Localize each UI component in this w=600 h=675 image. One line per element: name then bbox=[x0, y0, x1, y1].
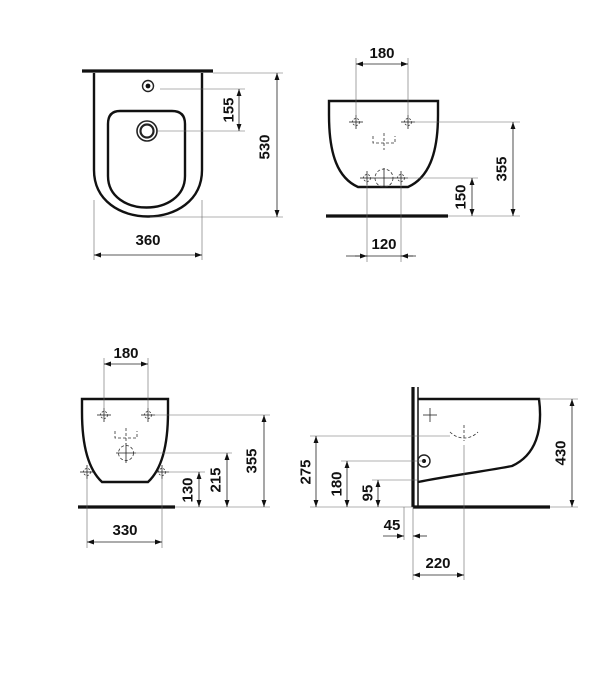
front-fixing-marks bbox=[349, 115, 415, 185]
dim-label-rear-fixing-height: 215 bbox=[208, 467, 225, 492]
front-view: 180 355 150 120 bbox=[326, 45, 520, 262]
tap-hole-center bbox=[145, 83, 151, 89]
dim-label-side-fixing-height: 180 bbox=[329, 471, 346, 496]
top-view: 155 530 360 bbox=[82, 69, 283, 260]
rear-fixing-marks bbox=[80, 408, 169, 479]
dim-label-rear-fixing-spacing: 180 bbox=[113, 345, 138, 362]
front-body-outline bbox=[327, 99, 440, 189]
dim-label-front-lower-fixing: 150 bbox=[453, 184, 470, 209]
rear-view: 180 355 215 130 330 bbox=[78, 345, 270, 548]
bowl-outline bbox=[106, 109, 187, 209]
dim-label-side-inlet-height: 275 bbox=[298, 459, 315, 484]
dim-label-rear-width: 330 bbox=[112, 522, 137, 539]
dim-label-rear-height: 355 bbox=[244, 448, 261, 473]
side-view: 430 275 180 95 45 220 bbox=[298, 387, 578, 580]
dim-label-front-height: 355 bbox=[494, 156, 511, 181]
drain-outer bbox=[136, 120, 158, 142]
drain-inner bbox=[139, 123, 155, 139]
dim-label-side-outlet-height: 95 bbox=[360, 485, 377, 502]
dim-label-top-depth: 530 bbox=[257, 134, 274, 159]
bidet-outer-outline bbox=[92, 73, 204, 218]
side-body-outline bbox=[417, 397, 542, 484]
dim-label-front-fixing-spacing: 180 bbox=[369, 45, 394, 62]
dim-label-top-width: 360 bbox=[135, 232, 160, 249]
dim-label-side-height: 430 bbox=[553, 440, 570, 465]
tap-hole bbox=[141, 79, 155, 93]
dim-label-rear-lower-fixing: 130 bbox=[180, 477, 197, 502]
rear-body-outline bbox=[80, 397, 170, 484]
dim-label-top-hole-offset: 155 bbox=[221, 97, 238, 122]
dim-label-side-outlet-offset: 45 bbox=[384, 517, 401, 534]
dim-label-side-fixing-depth: 220 bbox=[425, 555, 450, 572]
dim-label-front-outlet-spacing: 120 bbox=[371, 236, 396, 253]
